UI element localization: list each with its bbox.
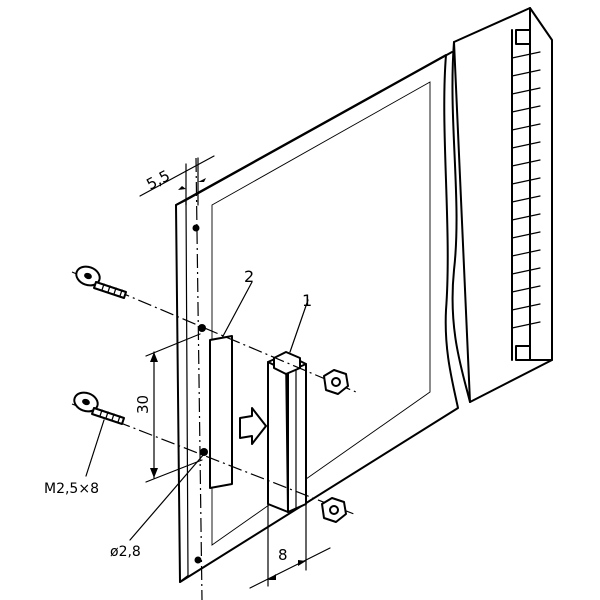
dim-30-label: 30 [134,395,152,414]
screw-lower [73,391,125,425]
screw-spec-label: M2,5×8 [44,481,99,497]
insertion-arrow [239,407,267,445]
callout-1: 1 [302,291,312,310]
dimension-30: 30 [134,333,203,483]
connector-strip [451,7,553,403]
front-hole-lower [200,448,208,456]
connector-pins [511,29,541,361]
nut-upper [323,369,349,395]
dim-8-label: 8 [278,546,288,564]
screw-upper [75,265,127,299]
hole-diameter-label: ø2,8 [110,544,141,560]
dimension-8: 8 [249,503,331,589]
dim-5-5-label: 5,5 [143,166,173,193]
mounting-hole-bottom [194,556,202,564]
handle-part-1 [267,351,307,513]
mounting-hole-top [192,224,200,232]
circuit-card [175,51,459,583]
leaders [85,281,309,541]
front-strip-part-2 [209,335,233,489]
callout-2: 2 [244,267,254,286]
nut-lower [321,497,347,523]
